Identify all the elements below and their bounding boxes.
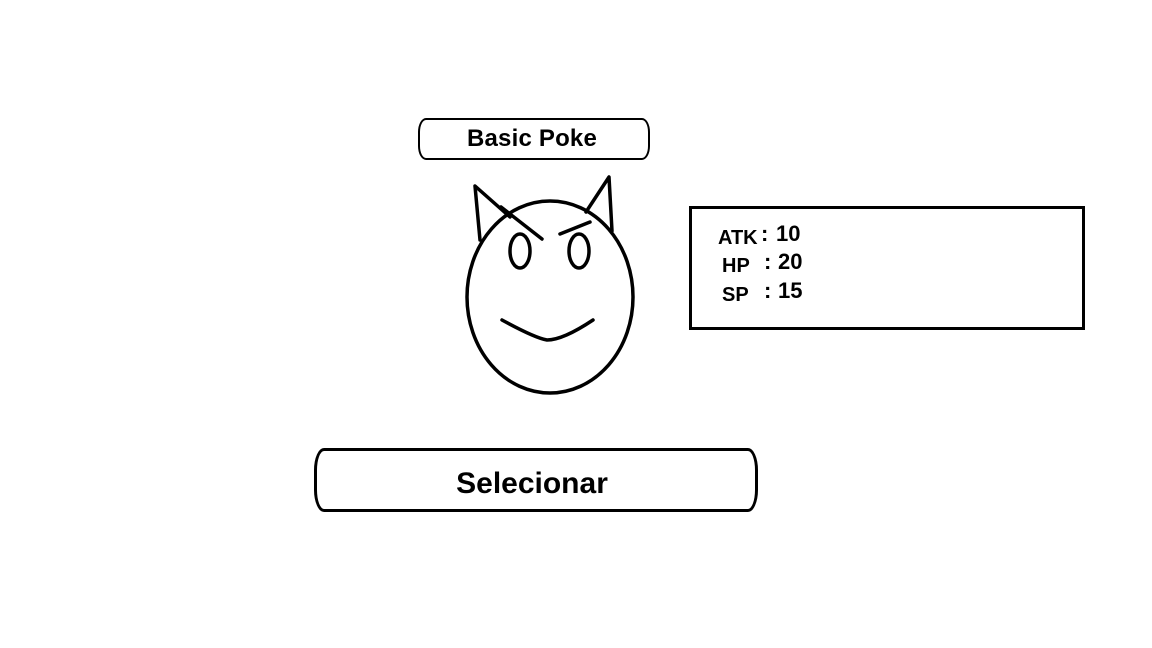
- stat-label: ATK: [718, 227, 758, 249]
- creature-right-brow: [558, 220, 592, 236]
- creature-sprite-icon: [465, 175, 635, 395]
- stat-label: HP: [722, 255, 750, 277]
- stat-separator: :: [761, 221, 769, 246]
- creature-head: [465, 199, 635, 395]
- stat-value: 10: [776, 221, 801, 246]
- creature-mouth: [500, 318, 595, 342]
- stat-value: 15: [778, 278, 803, 303]
- poke-name-box: Basic Poke: [418, 118, 650, 160]
- stats-panel: ATK : 10 HP : 20 SP : 15: [689, 206, 1085, 330]
- stat-value: 20: [778, 249, 803, 274]
- select-button[interactable]: Selecionar: [314, 448, 758, 512]
- stat-separator: :: [764, 278, 772, 303]
- creature-left-brow: [499, 205, 544, 241]
- poke-name: Basic Poke: [466, 125, 598, 152]
- creature-right-eye: [567, 232, 591, 270]
- stat-label: SP: [722, 284, 749, 306]
- select-button-label: Selecionar: [456, 467, 608, 500]
- stat-separator: :: [764, 249, 772, 274]
- creature-left-ear: [473, 184, 512, 242]
- creature-left-eye: [508, 232, 532, 270]
- creature-right-ear: [584, 175, 614, 233]
